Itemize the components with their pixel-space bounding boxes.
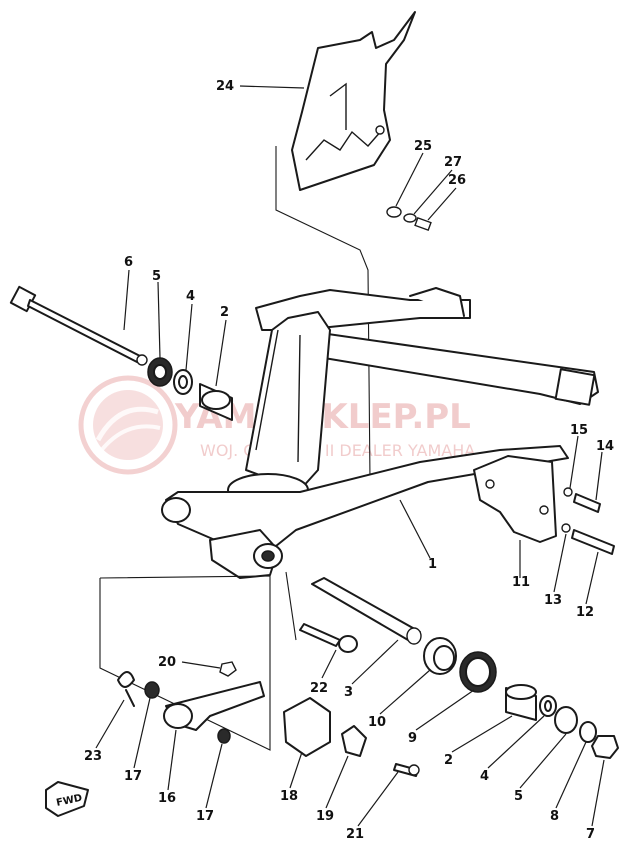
callout-4b: 4 bbox=[480, 769, 489, 784]
axle-part bbox=[311, 577, 422, 645]
callout-20: 20 bbox=[158, 655, 176, 670]
bolt-22-part bbox=[299, 623, 358, 653]
callout-14: 14 bbox=[596, 439, 614, 454]
callout-4: 4 bbox=[186, 289, 195, 304]
frame-part bbox=[161, 287, 599, 579]
callout-27: 27 bbox=[444, 155, 462, 170]
callout-3: 3 bbox=[344, 685, 353, 700]
right-bearing-9 bbox=[459, 651, 497, 693]
callout-12: 12 bbox=[576, 605, 594, 620]
callout-6: 6 bbox=[124, 255, 133, 270]
side-cover-part bbox=[291, 11, 416, 191]
callout-17: 17 bbox=[124, 769, 142, 784]
callout-11: 11 bbox=[512, 575, 530, 590]
callout-16: 16 bbox=[158, 791, 176, 806]
fwd-label: FWD bbox=[55, 793, 83, 809]
lower-linkage-parts bbox=[117, 661, 420, 777]
callout-21: 21 bbox=[346, 827, 364, 842]
callout-23: 23 bbox=[84, 749, 102, 764]
pivot-shaft-part bbox=[9, 285, 148, 366]
callout-22: 22 bbox=[310, 681, 328, 696]
left-bearing-set bbox=[147, 357, 233, 421]
swingarm-guide-box bbox=[99, 575, 271, 751]
right-bearing-10 bbox=[423, 637, 457, 675]
callout-18: 18 bbox=[280, 789, 298, 804]
callout-24: 24 bbox=[216, 79, 234, 94]
callout-5: 5 bbox=[152, 269, 161, 284]
callout-labels: 24 25 27 26 6 5 4 2 15 14 1 11 13 12 22 … bbox=[84, 79, 614, 842]
watermark-subtitle: WOJ. CHOMICZ II DEALER YAMAHA bbox=[200, 441, 475, 460]
leader-lines bbox=[95, 85, 605, 827]
cover-hardware bbox=[386, 206, 432, 232]
callout-19: 19 bbox=[316, 809, 334, 824]
callout-17b: 17 bbox=[196, 809, 214, 824]
fwd-arrow: FWD bbox=[45, 781, 89, 817]
callout-25: 25 bbox=[414, 139, 432, 154]
callout-2: 2 bbox=[220, 305, 229, 320]
callout-10: 10 bbox=[368, 715, 386, 730]
callout-15: 15 bbox=[570, 423, 588, 438]
callout-9: 9 bbox=[408, 731, 417, 746]
callout-5b: 5 bbox=[514, 789, 523, 804]
callout-2b: 2 bbox=[444, 753, 453, 768]
callout-1: 1 bbox=[428, 557, 437, 572]
callout-13: 13 bbox=[544, 593, 562, 608]
callout-7: 7 bbox=[586, 827, 595, 842]
callout-8: 8 bbox=[550, 809, 559, 824]
bracket-bolts bbox=[561, 487, 615, 555]
callout-26: 26 bbox=[448, 173, 466, 188]
right-bushing-set bbox=[505, 684, 619, 759]
